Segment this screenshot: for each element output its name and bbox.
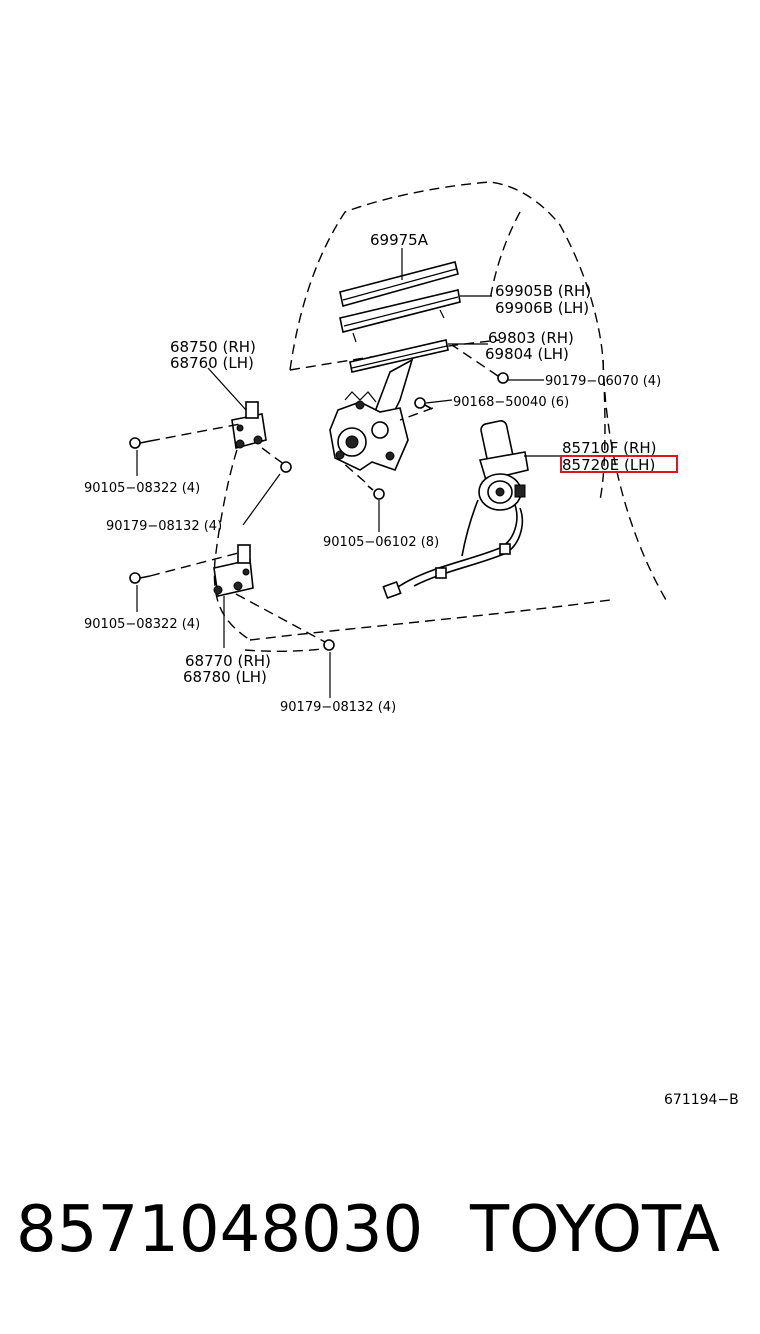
- lower-channel-69803: [349, 339, 449, 373]
- fastener-bolts: [129, 372, 509, 651]
- highlight-box-85720e: [560, 455, 678, 473]
- brand-name: TOYOTA: [470, 1193, 720, 1267]
- window-regulator: [329, 358, 414, 471]
- label-69975a: 69975A: [370, 231, 429, 249]
- label-69906b: 69906B (LH): [495, 299, 589, 317]
- label-90105-08322-upper: 90105−08322 (4): [84, 481, 200, 496]
- label-68750: 68750 (RH): [170, 338, 256, 356]
- label-85720e: 85720E (LH): [562, 456, 655, 474]
- label-85710f: 85710F (RH): [562, 439, 657, 457]
- lower-hinge: [213, 544, 254, 597]
- door-outline: [213, 181, 667, 653]
- label-68760: 68760 (LH): [170, 354, 254, 372]
- callout-labels: 69975A 69905B (RH) 69906B (LH) 69803 (RH…: [84, 231, 739, 1108]
- upper-hinge: [231, 401, 267, 450]
- power-window-motor: [478, 420, 529, 511]
- label-68780: 68780 (LH): [183, 668, 267, 686]
- part-number: 8571048030: [16, 1193, 424, 1267]
- label-69905b: 69905B (RH): [495, 282, 591, 300]
- label-90179-06070: 90179−06070 (4): [545, 374, 661, 389]
- fastener-dashed-leaders: [149, 344, 499, 643]
- label-68770: 68770 (RH): [185, 652, 271, 670]
- label-90179-08132-upper: 90179−08132 (4): [106, 519, 222, 534]
- glass-run-channel-69975a: [339, 261, 459, 307]
- label-69804: 69804 (LH): [485, 345, 569, 363]
- glass-run-channel-69905b: [339, 289, 461, 343]
- label-leaders: [136, 248, 562, 698]
- wire-harness: [382, 499, 524, 600]
- diagram-reference-code: 671194−B: [664, 1092, 739, 1108]
- label-90105-06102: 90105−06102 (8): [323, 535, 439, 550]
- label-90105-08322-lower: 90105−08322 (4): [84, 617, 200, 632]
- label-90179-08132-lower: 90179−08132 (4): [280, 700, 396, 715]
- label-69803: 69803 (RH): [488, 329, 574, 347]
- label-90168-50040: 90168−50040 (6): [453, 395, 569, 410]
